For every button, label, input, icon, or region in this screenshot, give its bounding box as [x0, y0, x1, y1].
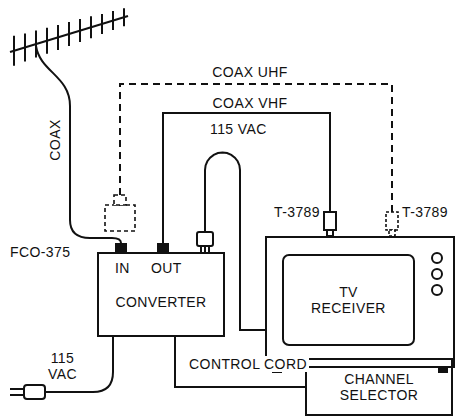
wall-plug [10, 385, 45, 399]
uhf-vhf-splitter [105, 195, 135, 231]
cable-label: COAX [47, 119, 63, 160]
yagi-antenna [10, 8, 128, 66]
out-connector [157, 243, 169, 252]
converter-box: IN OUT CONVERTER [97, 252, 225, 337]
uhf-coax [120, 84, 392, 212]
fco-375-connector [115, 243, 127, 252]
cable-label: COAX UHF [212, 64, 288, 80]
part-number: FCO-375 [10, 244, 70, 260]
node-text: IN [115, 260, 130, 276]
node-text: CONVERTER [115, 294, 206, 310]
edge-label: CONTROL CORD [187, 356, 309, 372]
node-text: TV RECEIVER [311, 284, 386, 316]
vhf-connector [324, 212, 336, 236]
node-text: CHANNEL SELECTOR [340, 371, 418, 403]
part-number: T-3789 [402, 204, 448, 220]
vhf-coax [163, 113, 330, 252]
tv-cabinet: TV RECEIVER [265, 236, 455, 368]
line-cord [45, 337, 113, 392]
power-label: 115 VAC [48, 350, 77, 382]
tv-screen: TV RECEIVER [282, 254, 415, 346]
power-plug [197, 232, 213, 252]
tv-knobs [432, 253, 442, 295]
edge-label: 115 VAC [208, 121, 269, 137]
channel-selector-box: CHANNEL SELECTOR [305, 358, 453, 416]
part-number: T-3789 [274, 204, 320, 220]
edge-label: COAX VHF [211, 95, 290, 111]
node-text: OUT [151, 260, 182, 276]
uhf-connector [386, 212, 398, 236]
